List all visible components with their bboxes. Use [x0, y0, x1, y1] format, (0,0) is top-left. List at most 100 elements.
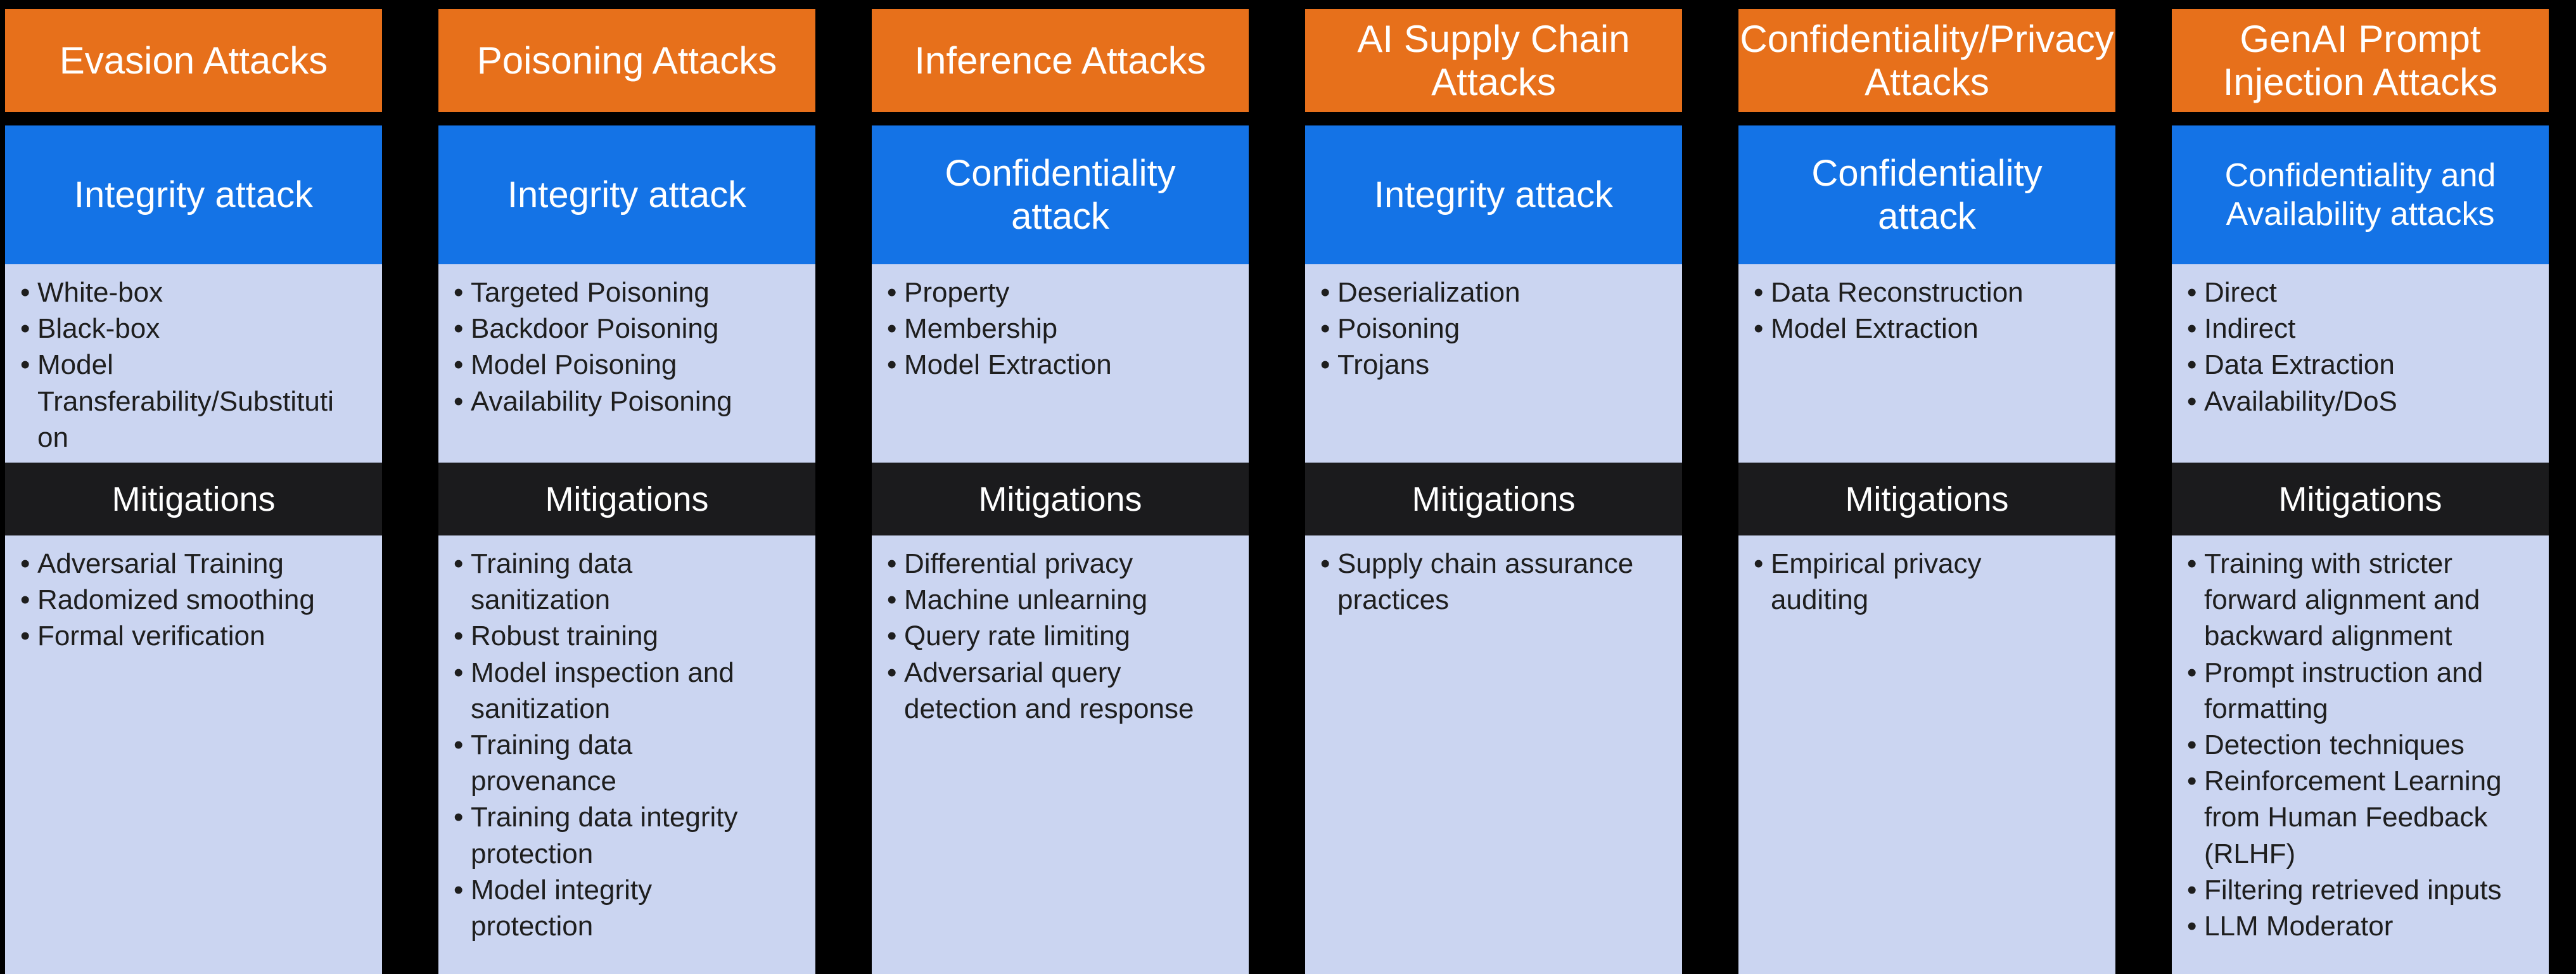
attack-class-banner: Confidentiality and Availability attacks — [2172, 125, 2549, 264]
attack-type-item: •Membership — [887, 311, 1207, 347]
attack-types-panel: •Data Reconstruction•Model Extraction — [1738, 264, 2115, 463]
bullet-icon: • — [2187, 729, 2197, 760]
bullet-text: Black-box — [37, 313, 160, 345]
bullet-text: Availability/DoS — [2204, 385, 2397, 417]
bullet-icon: • — [454, 548, 464, 579]
mitigations-header: Mitigations — [872, 463, 1249, 535]
attack-type-item: •Backdoor Poisoning — [454, 311, 774, 347]
mitigation-item: •Model inspection and sanitization — [454, 655, 774, 727]
attack-type-item: •Model Poisoning — [454, 347, 774, 383]
attack-type-item: •Model Transferability/Substitution — [20, 347, 340, 456]
mitigations-list: •Training with stricter forward alignmen… — [2187, 546, 2507, 944]
mitigations-list: •Empirical privacy auditing — [1754, 546, 2074, 618]
bullet-text: Training data sanitization — [471, 548, 633, 616]
mitigation-item: •Query rate limiting — [887, 618, 1207, 654]
mitigation-item: •Adversarial Training — [20, 546, 340, 582]
attack-column: Inference Attacks Confidentiality attack… — [872, 9, 1249, 974]
attack-types-panel: •Property•Membership•Model Extraction — [872, 264, 1249, 463]
attack-column: GenAI Prompt Injection Attacks Confident… — [2172, 9, 2549, 974]
attack-category-header: Evasion Attacks — [5, 9, 382, 112]
attack-type-item: •Deserialization — [1320, 274, 1640, 311]
attack-category-header: Inference Attacks — [872, 9, 1249, 112]
mitigations-list: •Differential privacy•Machine unlearning… — [887, 546, 1207, 727]
bullet-icon: • — [2187, 313, 2197, 345]
mitigation-item: •Supply chain assurance practices — [1320, 546, 1640, 618]
bullet-text: Empirical privacy auditing — [1771, 548, 1982, 616]
bullet-text: Model Transferability/Substitution — [37, 349, 334, 453]
bullet-text: Filtering retrieved inputs — [2204, 874, 2502, 906]
attack-class-banner: Confidentiality attack — [1738, 125, 2115, 264]
mitigation-item: •Model integrity protection — [454, 872, 774, 944]
mitigations-header: Mitigations — [1305, 463, 1682, 535]
bullet-text: Targeted Poisoning — [471, 277, 710, 308]
bullet-icon: • — [2187, 874, 2197, 906]
bullet-icon: • — [1320, 277, 1330, 308]
bullet-icon: • — [887, 313, 897, 345]
bullet-text: Training data integrity protection — [471, 802, 738, 869]
bullet-icon: • — [2187, 766, 2197, 797]
bullet-icon: • — [2187, 548, 2197, 579]
bullet-icon: • — [20, 313, 30, 345]
attack-type-item: •Model Extraction — [887, 347, 1207, 383]
bullet-icon: • — [454, 349, 464, 381]
bullet-text: Direct — [2204, 277, 2277, 308]
bullet-text: Data Extraction — [2204, 349, 2395, 381]
attack-type-item: •Indirect — [2187, 311, 2507, 347]
mitigation-item: •Prompt instruction and formatting — [2187, 655, 2507, 727]
bullet-text: Membership — [904, 313, 1058, 345]
bullet-icon: • — [887, 657, 897, 688]
attack-type-item: •Availability/DoS — [2187, 383, 2507, 420]
bullet-text: Reinforcement Learning from Human Feedba… — [2204, 766, 2502, 869]
bullet-text: Prompt instruction and formatting — [2204, 657, 2484, 724]
bullet-icon: • — [2187, 349, 2197, 381]
bullet-text: Adversarial query detection and response — [904, 657, 1194, 724]
bullet-icon: • — [2187, 385, 2197, 417]
mitigations-panel: •Differential privacy•Machine unlearning… — [872, 535, 1249, 974]
bullet-icon: • — [2187, 910, 2197, 942]
bullet-icon: • — [454, 313, 464, 345]
bullet-text: Differential privacy — [904, 548, 1133, 579]
bullet-icon: • — [454, 620, 464, 652]
mitigations-header: Mitigations — [5, 463, 382, 535]
bullet-icon: • — [20, 620, 30, 652]
mitigations-header: Mitigations — [2172, 463, 2549, 535]
mitigation-item: •Training data integrity protection — [454, 799, 774, 871]
attack-type-item: •White-box — [20, 274, 340, 311]
bullet-icon: • — [2187, 277, 2197, 308]
mitigations-header: Mitigations — [438, 463, 815, 535]
bullet-icon: • — [454, 802, 464, 833]
bullet-text: Robust training — [471, 620, 658, 652]
mitigation-item: •Reinforcement Learning from Human Feedb… — [2187, 763, 2507, 872]
mitigations-list: •Supply chain assurance practices — [1320, 546, 1640, 618]
attack-taxonomy-board: Evasion Attacks Integrity attack •White-… — [5, 9, 2549, 974]
attack-class-banner: Integrity attack — [1305, 125, 1682, 264]
bullet-icon: • — [1754, 548, 1764, 579]
bullet-text: Indirect — [2204, 313, 2296, 345]
bullet-icon: • — [887, 620, 897, 652]
bullet-icon: • — [454, 874, 464, 906]
bullet-text: Query rate limiting — [904, 620, 1131, 652]
attack-column: AI Supply Chain Attacks Integrity attack… — [1305, 9, 1682, 974]
mitigation-item: •Formal verification — [20, 618, 340, 654]
attack-type-item: •Trojans — [1320, 347, 1640, 383]
bullet-text: Formal verification — [37, 620, 265, 652]
bullet-text: Backdoor Poisoning — [471, 313, 719, 345]
mitigation-item: •Training data sanitization — [454, 546, 774, 618]
bullet-icon: • — [454, 277, 464, 308]
attack-column: Evasion Attacks Integrity attack •White-… — [5, 9, 382, 974]
bullet-icon: • — [2187, 657, 2197, 688]
bullet-text: Model inspection and sanitization — [471, 657, 734, 724]
bullet-text: LLM Moderator — [2204, 910, 2394, 942]
bullet-text: Adversarial Training — [37, 548, 284, 579]
bullet-text: Model integrity protection — [471, 874, 653, 942]
attack-type-item: •Property — [887, 274, 1207, 311]
bullet-text: Supply chain assurance practices — [1337, 548, 1634, 616]
attack-class-banner: Integrity attack — [438, 125, 815, 264]
mitigations-panel: •Supply chain assurance practices — [1305, 535, 1682, 974]
mitigations-panel: •Empirical privacy auditing — [1738, 535, 2115, 974]
attack-category-header: AI Supply Chain Attacks — [1305, 9, 1682, 112]
attack-category-header: Confidentiality/Privacy Attacks — [1738, 9, 2115, 112]
attack-column: Poisoning Attacks Integrity attack •Targ… — [438, 9, 815, 974]
attack-types-panel: •Direct•Indirect•Data Extraction•Availab… — [2172, 264, 2549, 463]
attack-types-list: •Direct•Indirect•Data Extraction•Availab… — [2187, 274, 2507, 420]
